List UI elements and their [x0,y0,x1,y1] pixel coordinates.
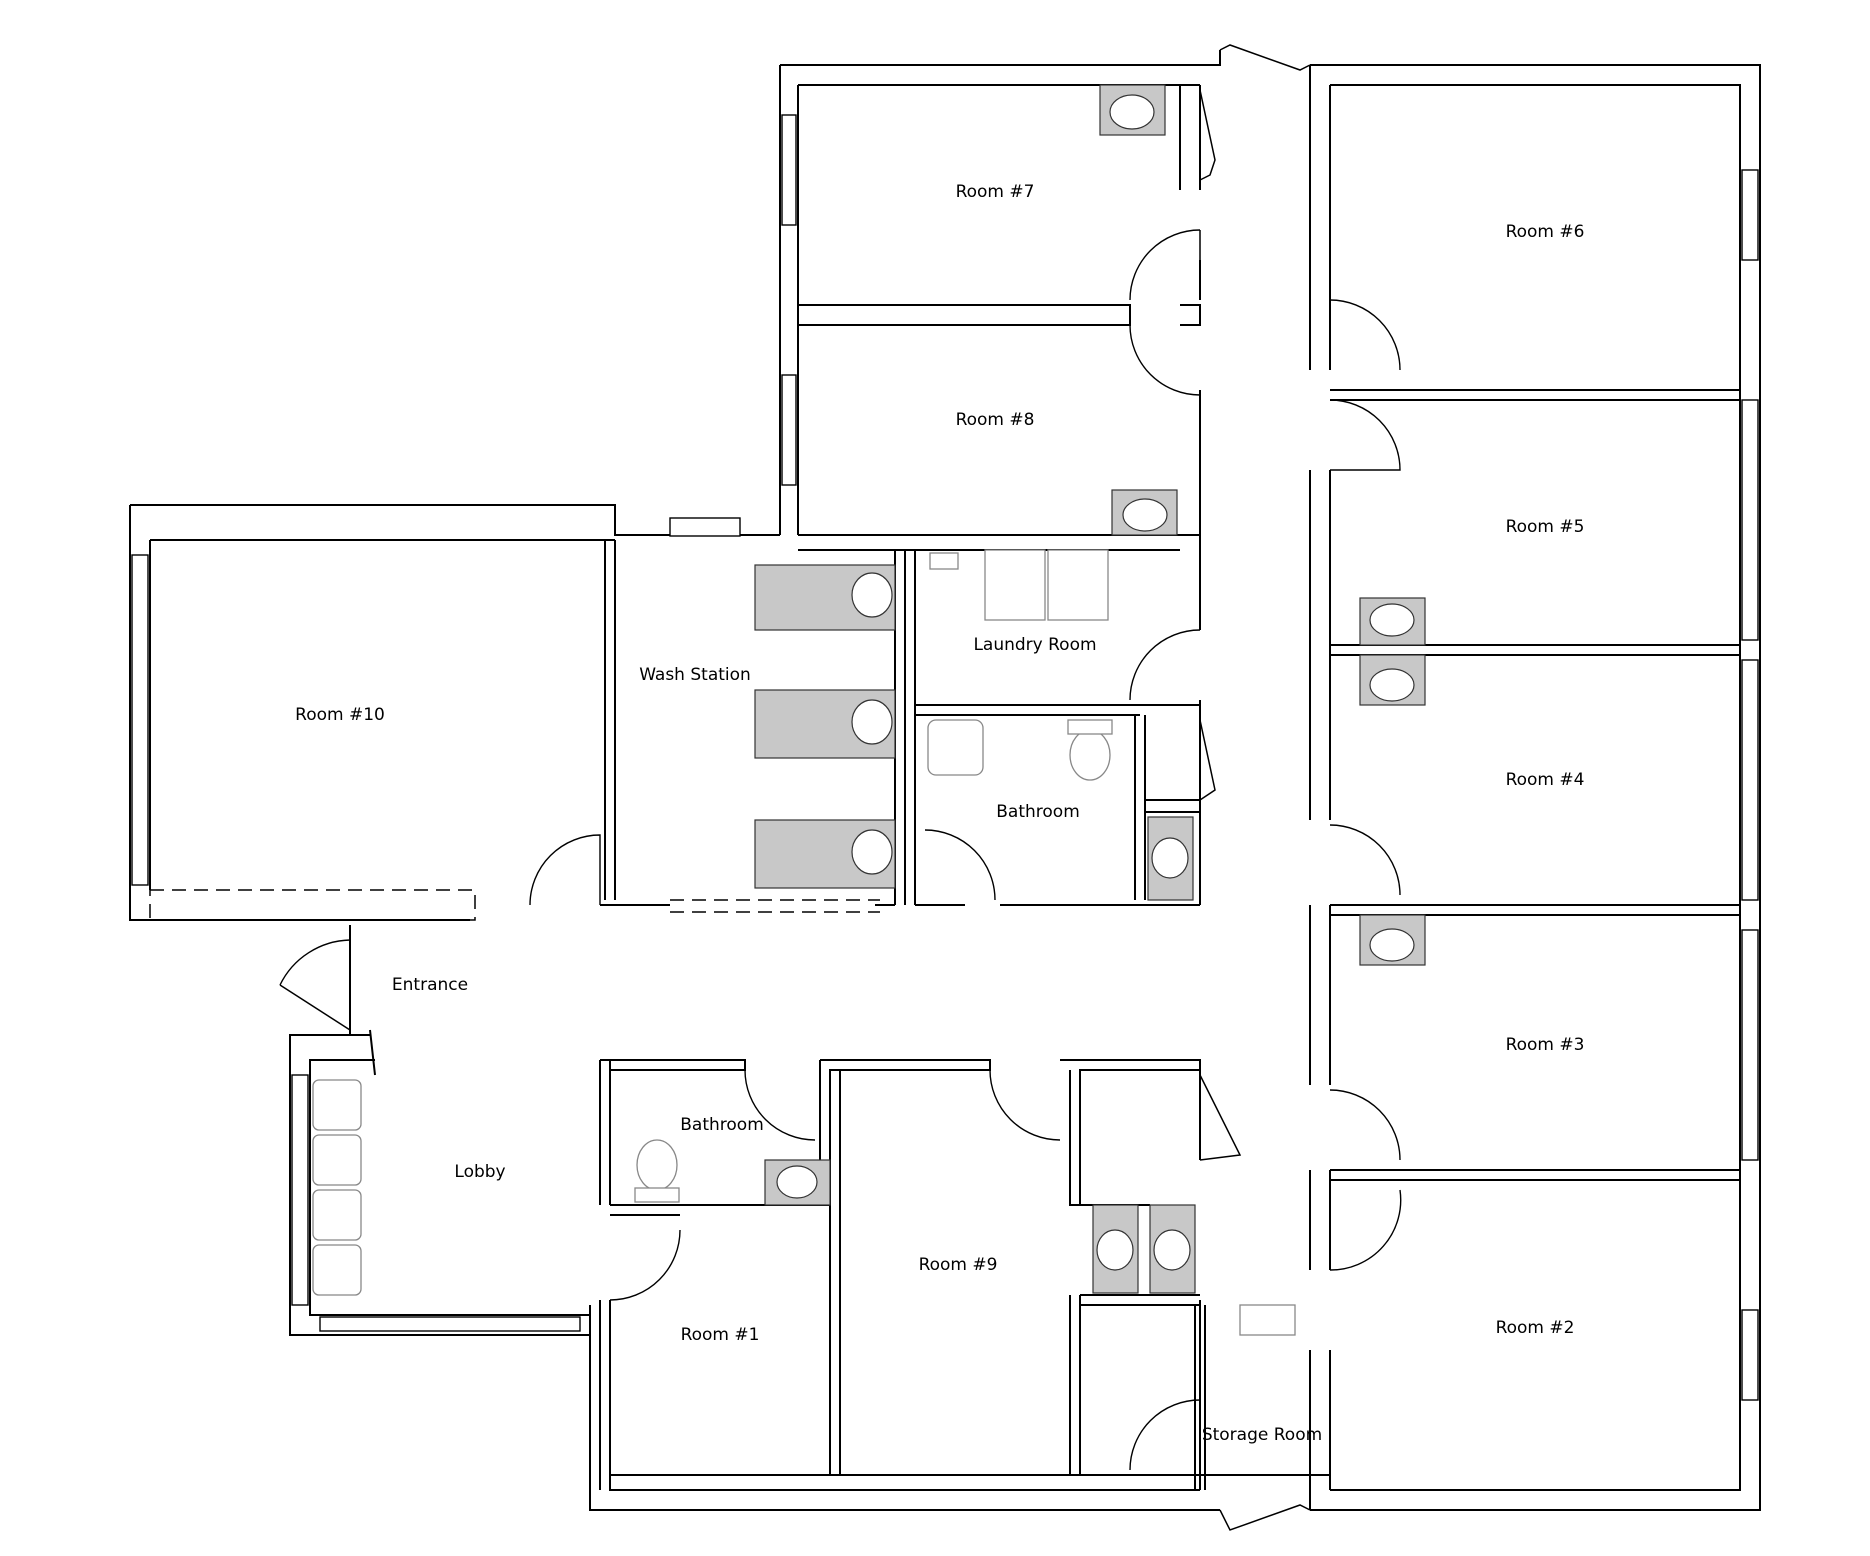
window-wash [669,517,741,537]
sink-bowl-icon [1109,94,1155,130]
outer-walls [129,50,1761,1511]
sink-bowl-icon [851,829,893,875]
sink-bowl-icon [851,699,893,745]
window-lobby [319,1316,581,1332]
dashed-openings [149,889,880,921]
sink-bowl-icon [1096,1229,1134,1271]
chair-icon [312,1079,362,1131]
label-wash-station: Wash Station [639,665,751,685]
label-lobby: Lobby [454,1162,505,1182]
sink-bowl-icon [1153,1229,1191,1271]
sink-bowl-icon [1122,498,1168,532]
label-storage-room: Storage Room [1202,1425,1322,1445]
toilet-icon [1069,729,1111,781]
chair-icon [312,1189,362,1241]
window-room3 [1741,929,1759,1161]
label-room7: Room #7 [956,182,1035,202]
window-lobby-left [291,1074,309,1306]
window-room6 [1741,169,1759,261]
fixtures [312,84,1426,1336]
label-laundry-room: Laundry Room [973,635,1096,655]
label-room3: Room #3 [1506,1035,1585,1055]
washer-icon [984,549,1046,621]
window-room2 [1741,1309,1759,1401]
label-room6: Room #6 [1506,222,1585,242]
windows [131,114,1759,1401]
sink-bowl-icon [851,572,893,618]
window-room10 [131,554,149,886]
room-labels: Room #7 Room #6 Room #8 Room #5 Room #4 … [295,182,1584,1445]
window-room5 [1741,399,1759,641]
label-bathroom-upper: Bathroom [996,802,1080,822]
toilet-tank-icon [634,1187,680,1203]
doors [279,44,1402,1531]
corridor-walls [1179,65,1331,1510]
sink-bowl-icon [776,1165,818,1199]
room-dividers [599,304,1740,1490]
label-bathroom-lower: Bathroom [680,1115,764,1135]
label-room2: Room #2 [1496,1318,1575,1338]
sink-bowl-icon [1369,603,1415,637]
label-room4: Room #4 [1506,770,1585,790]
bath-sink-icon [927,719,984,776]
label-room1: Room #1 [681,1325,760,1345]
sink-bowl-icon [1369,668,1415,702]
sink-bowl-icon [1151,837,1189,879]
dryer-icon [1047,549,1109,621]
chair-icon [312,1134,362,1186]
toilet-tank-icon [1067,719,1113,735]
toilet-icon [636,1139,678,1191]
dashed-room10-bottom [149,889,476,921]
dashed-wash-bottom [670,899,880,913]
shelf-icon [1239,1304,1296,1336]
label-room10: Room #10 [295,705,385,725]
laundry-sink-icon [929,552,959,570]
window-room4 [1741,659,1759,901]
label-room5: Room #5 [1506,517,1585,537]
label-room8: Room #8 [956,410,1035,430]
sink-bowl-icon [1369,928,1415,962]
label-entrance: Entrance [392,975,468,995]
window-room8 [781,374,797,486]
chair-icon [312,1244,362,1296]
label-room9: Room #9 [919,1255,998,1275]
window-room7 [781,114,797,226]
